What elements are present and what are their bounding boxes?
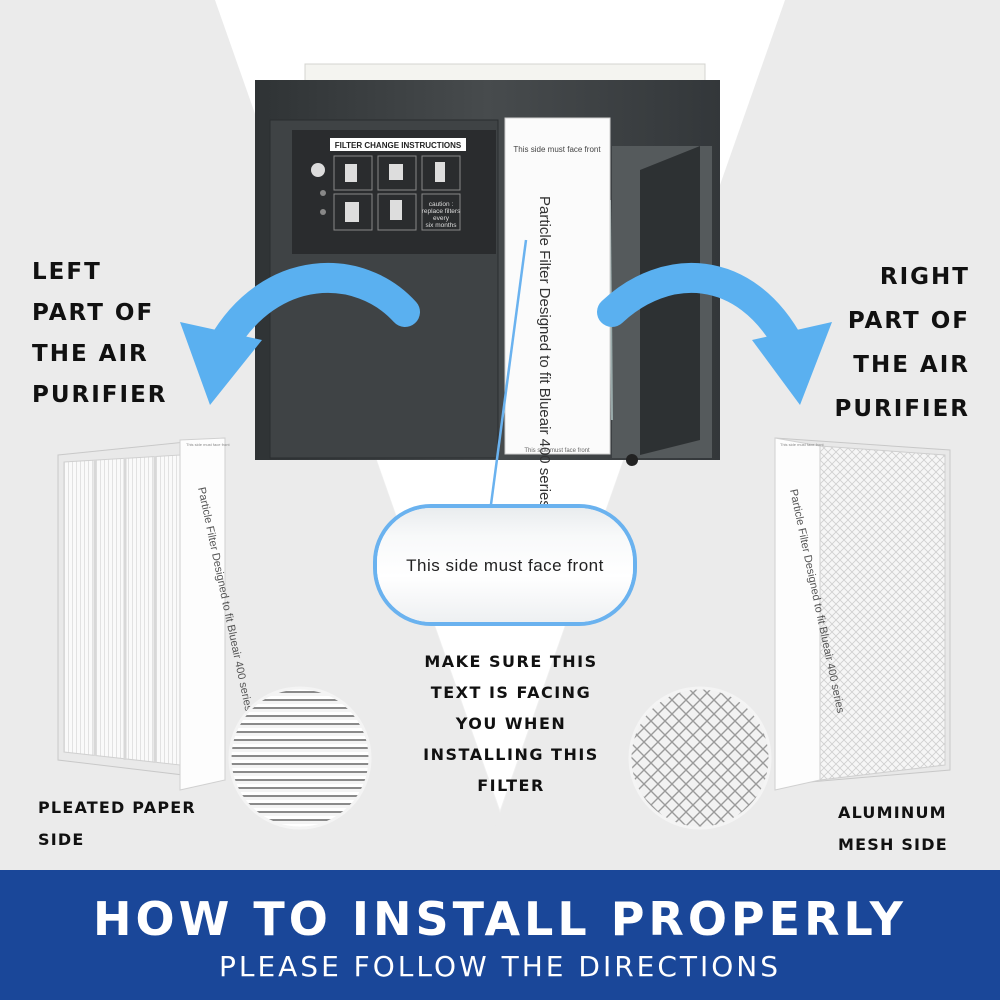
left-filter-image: Particle Filter Designed to fit Blueair … (57, 437, 254, 791)
callout-pointer (488, 239, 528, 513)
left-label-line-3: THE AIR (32, 341, 149, 367)
filter-box-top-text: This side must face front (513, 145, 601, 154)
filter-box-side-text: Particle Filter Designed to fit Blueair … (536, 196, 553, 508)
right-label-line-2: PART OF (847, 308, 970, 334)
banner-title: HOW TO INSTALL PROPERLY (93, 892, 907, 946)
callout-text: This side must face front (406, 556, 604, 575)
left-label-line-4: PURIFIER (32, 382, 168, 408)
filter-box-bottom-text: This side must face front (524, 448, 590, 454)
left-filter-small-text: This side must face front (186, 442, 230, 447)
right-filter-small-text: This side must face front (780, 442, 824, 447)
right-arrow-icon (597, 262, 832, 405)
footer-banner: HOW TO INSTALL PROPERLY PLEASE FOLLOW TH… (0, 870, 1000, 1000)
right-label-line-4: PURIFIER (834, 396, 970, 422)
instruction-line-5: FILTER (477, 776, 545, 795)
aluminum-mesh-zoom (628, 686, 772, 830)
instruction-line-3: YOU WHEN (455, 714, 567, 733)
left-part-label: LEFT PART OF THE AIR PURIFIER (32, 252, 168, 416)
callout-bubble: This side must face front (373, 504, 637, 626)
banner-subtitle: PLEASE FOLLOW THE DIRECTIONS (218, 950, 782, 983)
left-arrow-icon (180, 262, 420, 405)
aluminum-mesh-caption: ALUMINUM MESH SIDE (838, 797, 948, 861)
instruction-line-4: INSTALLING THIS (423, 745, 599, 764)
instruction-line-1: MAKE SURE THIS (424, 652, 598, 671)
left-caption-line-2: SIDE (38, 830, 85, 849)
caution-line-2: replace filters (422, 208, 461, 215)
right-filter-image: Particle Filter Designed to fit Blueair … (774, 437, 951, 791)
left-label-line-1: LEFT (32, 259, 102, 285)
pleated-paper-caption: PLEATED PAPER SIDE (38, 792, 196, 856)
right-caption-line-1: ALUMINUM (838, 803, 947, 822)
right-label-line-1: RIGHT (879, 264, 970, 290)
caution-line-3: every (433, 215, 450, 222)
filter-box (504, 117, 611, 455)
right-caption-line-2: MESH SIDE (838, 835, 948, 854)
left-label-line-2: PART OF (32, 300, 155, 326)
right-label-line-3: THE AIR (853, 352, 970, 378)
right-part-label: RIGHT PART OF THE AIR PURIFIER (835, 255, 971, 431)
power-knob-icon (311, 163, 325, 177)
caution-line-4: six months (425, 222, 457, 229)
instruction-line-2: TEXT IS FACING (430, 683, 592, 702)
pleated-paper-zoom (228, 686, 372, 830)
panel-title: FILTER CHANGE INSTRUCTIONS (335, 141, 462, 150)
illustration: FILTER CHANGE INSTRUCTIONS caution : rep… (57, 0, 951, 830)
instruction-text: MAKE SURE THIS TEXT IS FACING YOU WHEN I… (395, 646, 627, 801)
left-caption-line-1: PLEATED PAPER (38, 798, 196, 817)
caution-line-1: caution : (429, 201, 454, 208)
